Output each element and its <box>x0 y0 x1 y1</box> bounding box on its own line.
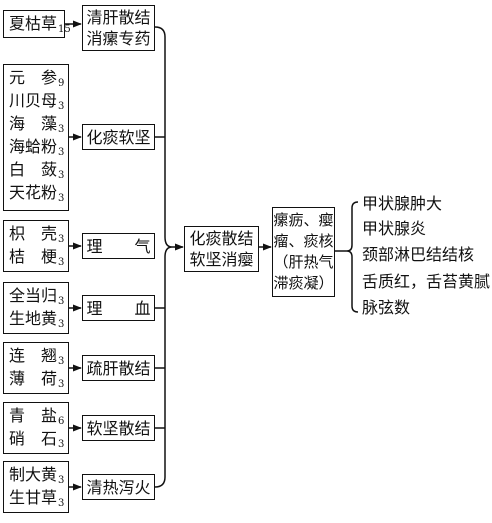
function-box-5: 疏肝散结 <box>82 355 155 381</box>
bracket-right <box>346 201 359 313</box>
indication-4: 舌质红，舌苔黄腻 <box>362 272 491 291</box>
herb-box-3: 枳 壳3 桔 梗3 <box>3 220 69 272</box>
function-box-3: 理 气 <box>82 233 155 259</box>
herb-box-5: 连 翘3 薄 荷3 <box>3 342 69 394</box>
herb-box-1: 夏枯草15 <box>3 10 71 38</box>
herb-box-7: 制大黄3 生甘草3 <box>3 461 69 513</box>
herb-box-4: 全当归3 生地黄3 <box>3 282 69 334</box>
herb-box-2: 元 参9 川贝母3 海 藻3 海蛤粉3 白 蔹3 天花粉3 <box>3 64 69 211</box>
function-box-4: 理 血 <box>82 295 155 321</box>
herb-row: 夏枯草15 <box>9 14 71 35</box>
function-box-1: 清肝散结 消瘰专药 <box>82 5 155 51</box>
herb-box-6: 青 盐6 硝 石3 <box>3 402 69 454</box>
indication-1: 甲状腺肿大 <box>362 194 443 213</box>
function-box-7: 清热泻火 <box>82 474 155 500</box>
function-box-6: 软坚散结 <box>82 415 155 441</box>
indication-3: 颈部淋巴结结核 <box>362 245 475 264</box>
combined-effect-box: 化痰散结 软坚消瘿 <box>184 226 259 272</box>
function-box-2: 化痰软坚 <box>82 124 155 150</box>
bracket-left <box>154 26 173 488</box>
pathology-box: 瘰疬、瘿 瘤、痰核 （肝热气 滞痰凝） <box>272 207 335 297</box>
indication-2: 甲状腺炎 <box>362 219 427 238</box>
indication-5: 脉弦数 <box>362 298 411 317</box>
